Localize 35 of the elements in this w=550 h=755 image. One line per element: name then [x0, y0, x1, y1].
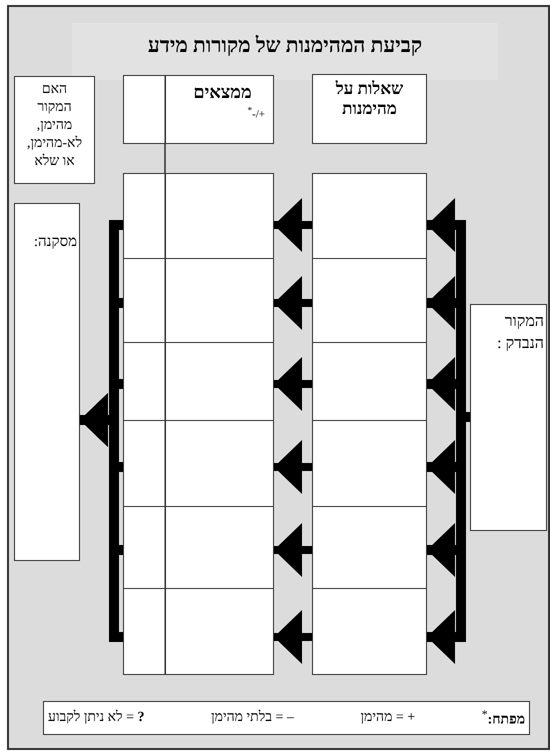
table-cell: [312, 588, 427, 674]
table-cell: [123, 506, 274, 590]
title: קביעת המהימנות של מקורות מידע: [146, 33, 424, 58]
question-box: [14, 76, 95, 184]
arrow: [274, 357, 312, 411]
question-text: האם המקור מהימן, לא-מהימן, או שלא: [26, 81, 83, 171]
table-cell: [312, 342, 427, 422]
table-cell: [312, 506, 427, 590]
key-text: – = בלתי מהימן: [211, 710, 294, 726]
key-text: + = מהימן: [360, 710, 416, 726]
table-cell: [312, 173, 427, 260]
key-text: מפתח:$^{*}$: [482, 708, 525, 728]
box-label: מסקנה:: [32, 233, 78, 251]
column-heading: שאלות על מהימנות: [334, 78, 404, 120]
key-text: ? = לא ניתן לקבוע: [48, 710, 144, 726]
table-cell: [312, 258, 427, 344]
arrow: [274, 440, 312, 494]
arrow: [274, 610, 312, 664]
table-cell: [123, 588, 274, 674]
source-box: [470, 304, 547, 531]
table-cell: [123, 342, 274, 422]
table-cell: [123, 173, 274, 260]
conclusion-box: [14, 203, 80, 561]
symbol-note: +/-$^{*}$: [246, 104, 266, 121]
column-header-box: [123, 75, 274, 144]
key-box: [43, 701, 530, 735]
arrow: [274, 276, 312, 330]
column-heading: ממצאים: [192, 81, 253, 103]
arrow: [274, 198, 312, 252]
table-cell: [312, 420, 427, 508]
column-header-box: [312, 74, 427, 144]
arrow: [274, 523, 312, 577]
table-cell: [123, 420, 274, 508]
table-cell: [123, 258, 274, 344]
box-label: המקור הנבדק :: [496, 312, 545, 354]
